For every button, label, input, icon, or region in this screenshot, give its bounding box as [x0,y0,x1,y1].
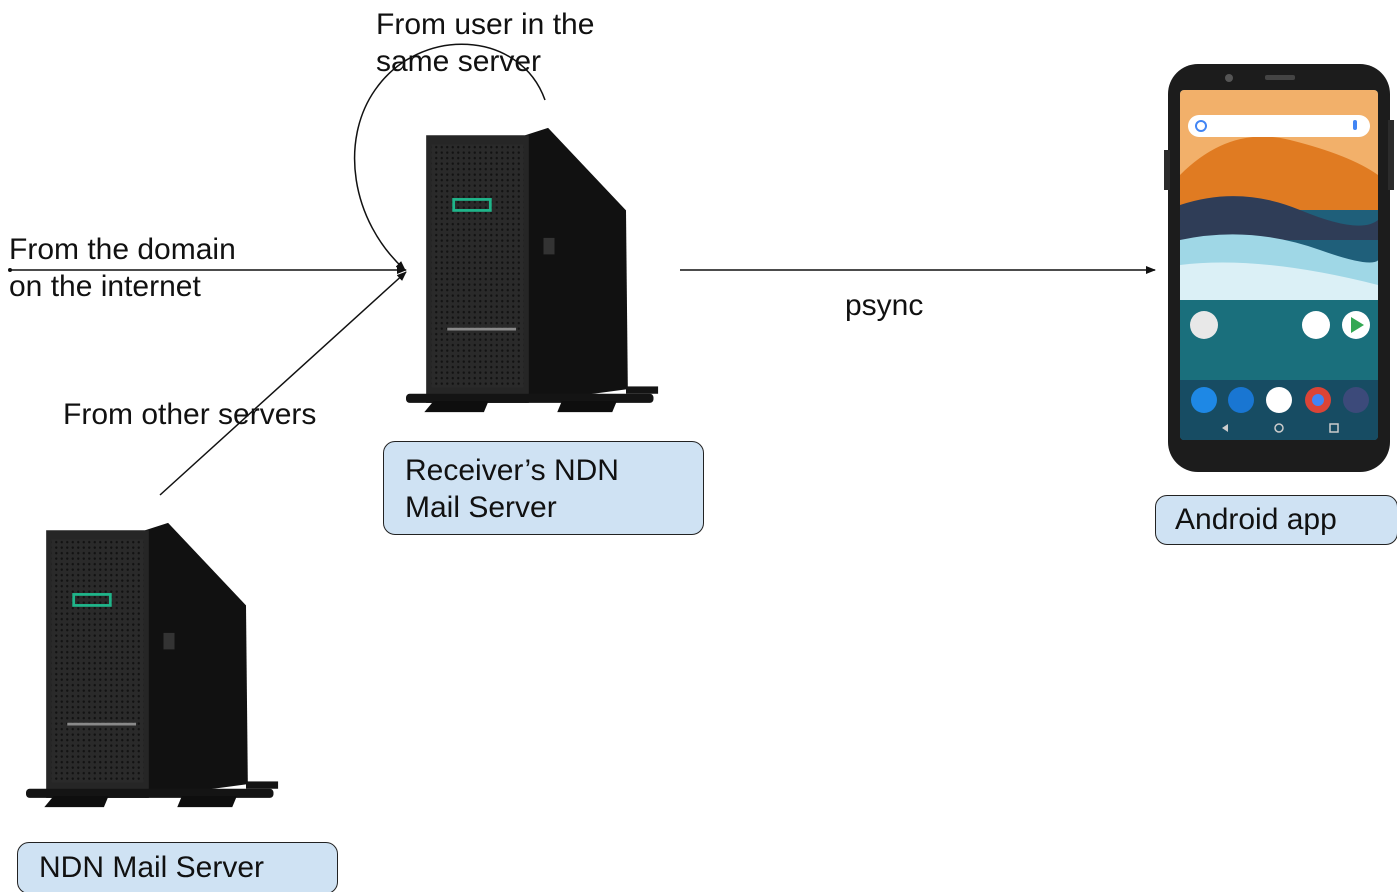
arrow-from-domain [8,266,407,274]
label-from-user: From user in the same server [376,8,595,78]
node-android-app: Android app [1155,495,1397,545]
node-receiver-server: Receiver’s NDN Mail Server [383,441,704,535]
node-mail-server: NDN Mail Server [17,842,338,892]
android-phone-icon [1164,64,1394,472]
mail-server-icon [26,521,280,809]
label-from-domain: From the domain on the internet [9,233,236,303]
arrow-from-other-servers [159,271,407,496]
arrow-from-user-loop [353,43,546,271]
label-psync: psync [845,289,924,322]
label-from-other-servers: From other servers [63,398,317,431]
receiver-server-icon [406,126,660,414]
